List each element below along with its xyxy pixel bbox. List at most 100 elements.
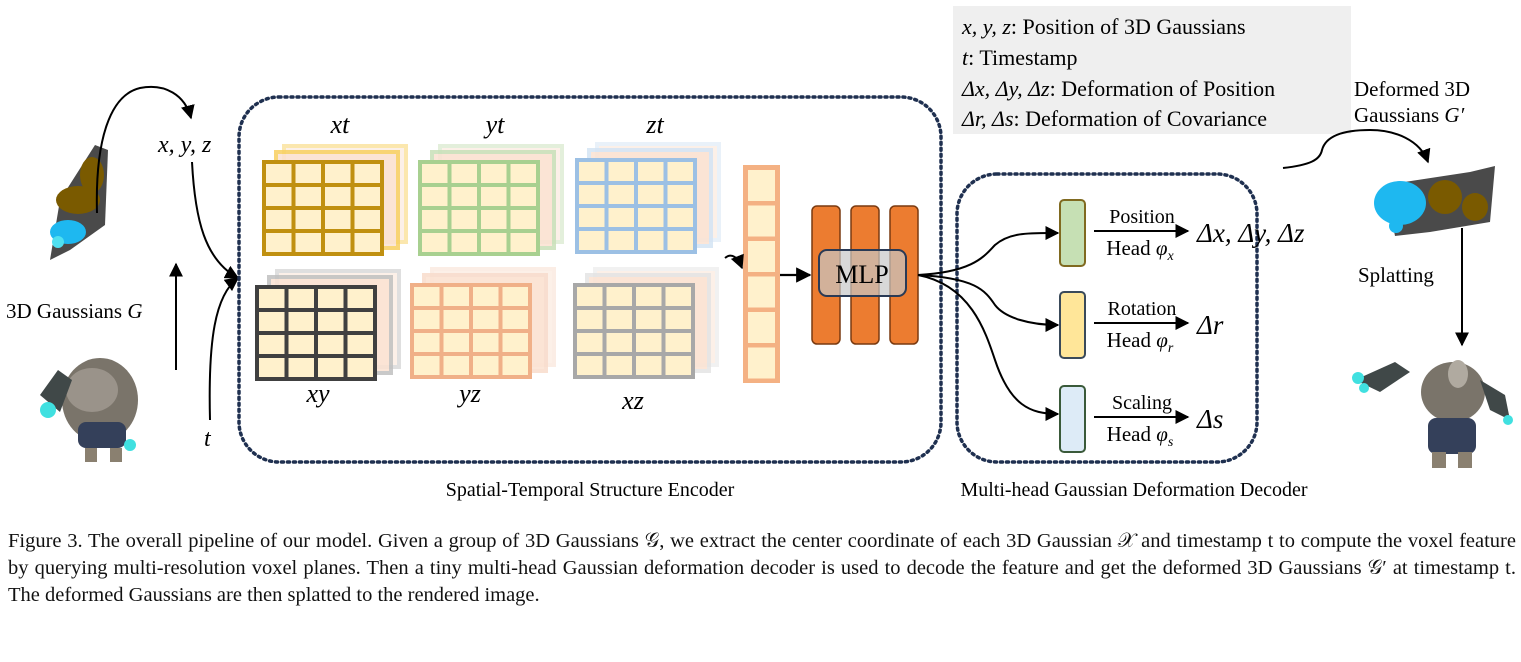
voxel-cell	[667, 231, 693, 250]
pipeline-figure: x, y, z: Position of 3D Gaussians t: Tim…	[6, 6, 1513, 501]
voxel-cell	[347, 289, 373, 308]
decoder-title: Multi-head Gaussian Deformation Decoder	[960, 479, 1307, 501]
voxel-cell	[473, 333, 499, 352]
voxel-cell	[266, 164, 292, 183]
voxel-cell	[318, 289, 344, 308]
voxel-cell	[259, 358, 285, 377]
voxel-cell	[665, 287, 691, 306]
xyz-label: x, y, z	[157, 132, 212, 158]
voxel-cell	[606, 333, 632, 352]
arrow-mlp-to-rotation-head	[917, 274, 1060, 332]
voxel-cell	[451, 210, 477, 229]
voxel-cell	[606, 310, 632, 329]
legend-line-4: Δr, Δs: Deformation of Covariance	[961, 106, 1267, 131]
voxel-cell	[414, 356, 440, 375]
voxel-cell	[259, 289, 285, 308]
head-symbol: Head φx	[1106, 236, 1174, 264]
voxel-cell	[295, 210, 321, 229]
feature-cell	[748, 347, 775, 379]
voxel-plane-xt: xt	[262, 110, 408, 256]
voxel-cell	[481, 210, 507, 229]
mlp-label: MLP	[835, 260, 888, 289]
voxel-cell	[579, 185, 605, 204]
head-output: Δs	[1196, 404, 1223, 434]
head-output: Δx, Δy, Δz	[1196, 218, 1305, 248]
voxel-cell	[638, 231, 664, 250]
voxel-cell	[266, 187, 292, 206]
feature-cell	[748, 312, 775, 343]
head-name: Scaling	[1112, 392, 1172, 414]
voxel-cell	[259, 335, 285, 354]
voxel-cell	[638, 162, 664, 181]
voxel-cell	[288, 312, 314, 331]
voxel-cell	[606, 356, 632, 375]
head-block	[1059, 199, 1086, 267]
voxel-cell	[422, 233, 448, 252]
voxel-cell	[414, 287, 440, 306]
voxel-cell	[347, 335, 373, 354]
monster-rendered-icon	[1352, 360, 1513, 468]
voxel-cell	[665, 333, 691, 352]
legend-line-3: Δx, Δy, Δz: Deformation of Position	[961, 76, 1275, 101]
voxel-cell	[579, 162, 605, 181]
voxel-cell	[510, 187, 536, 206]
arrow-xyz-to-encoder	[191, 161, 240, 279]
legend-line-1: x, y, z: Position of 3D Gaussians	[961, 14, 1246, 39]
monster-input-icon	[40, 358, 138, 462]
voxel-plane-front-grid	[418, 160, 540, 256]
voxel-cell	[451, 187, 477, 206]
legend-line-2: t: Timestamp	[962, 45, 1078, 70]
voxel-cell	[636, 333, 662, 352]
voxel-cell	[502, 287, 528, 306]
voxel-cell	[510, 210, 536, 229]
voxel-cell	[502, 333, 528, 352]
voxel-plane-yz: yz	[410, 267, 556, 408]
head-name: Position	[1109, 206, 1175, 228]
output-section: Deformed 3D Gaussians G′ Splatting	[1282, 77, 1513, 468]
voxel-plane-zt: zt	[575, 110, 721, 254]
voxel-cell	[667, 185, 693, 204]
voxel-plane-label: xz	[621, 386, 644, 415]
voxel-cell	[295, 187, 321, 206]
feature-vector	[743, 165, 780, 383]
voxel-cell	[288, 358, 314, 377]
head-name: Rotation	[1108, 298, 1177, 320]
decoder-box	[955, 172, 1259, 464]
voxel-cell	[667, 208, 693, 227]
arrow-mlp-to-position-head	[917, 225, 1060, 276]
voxel-cell	[502, 310, 528, 329]
voxel-cell	[510, 164, 536, 183]
voxel-cell	[295, 233, 321, 252]
arrow-t-to-encoder	[208, 277, 240, 421]
voxel-cell	[665, 310, 691, 329]
voxel-cell	[325, 233, 351, 252]
voxel-cell	[473, 287, 499, 306]
voxel-cell	[577, 356, 603, 375]
voxel-cell	[325, 210, 351, 229]
voxel-cell	[481, 233, 507, 252]
voxel-cell	[636, 310, 662, 329]
feature-cell	[748, 205, 775, 237]
deformed-label-line-2: Gaussians G′	[1354, 103, 1465, 127]
legend-box: x, y, z: Position of 3D Gaussians t: Tim…	[953, 6, 1351, 134]
voxel-cell	[636, 356, 662, 375]
voxel-cell	[288, 289, 314, 308]
voxel-cell	[667, 162, 693, 181]
arrow-gaussians-to-xyz	[95, 85, 195, 214]
head-symbol: Head φr	[1107, 328, 1174, 356]
splatting-label: Splatting	[1358, 263, 1434, 287]
voxel-cell	[443, 333, 469, 352]
mlp-label-box	[818, 249, 907, 297]
voxel-cell	[443, 356, 469, 375]
voxel-cell	[259, 312, 285, 331]
voxel-cell	[638, 185, 664, 204]
encoder-title: Spatial-Temporal Structure Encoder	[446, 479, 735, 501]
voxel-cell	[608, 208, 634, 227]
arrow-mlp-to-scaling-head	[917, 274, 1060, 421]
gaussians-label: 3D Gaussians G	[6, 299, 143, 323]
voxel-cell	[665, 356, 691, 375]
voxel-cell	[318, 312, 344, 331]
